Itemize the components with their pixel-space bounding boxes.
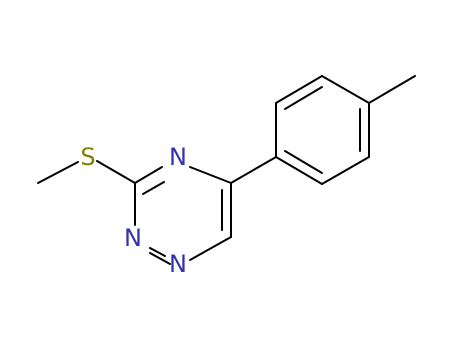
bond-c6-n1 bbox=[189, 236, 232, 261]
bond-aryl-6 bbox=[275, 156, 323, 185]
bond-c3-n4-double bbox=[142, 181, 165, 195]
bond-aryl-5 bbox=[321, 156, 370, 185]
bond-aryl-2 bbox=[275, 75, 323, 104]
bond-c5-aryl bbox=[230, 156, 277, 184]
bond-c3-n4 bbox=[134, 166, 163, 184]
bond-n1-n2-double bbox=[149, 252, 171, 265]
atom-nitrogen-n1: N bbox=[169, 250, 187, 278]
bond-sulfur-c3 bbox=[96, 160, 136, 184]
bond-aryl-6-double bbox=[284, 150, 323, 174]
atom-nitrogen-n2: N bbox=[124, 224, 142, 252]
bond-n4-c5 bbox=[189, 166, 232, 184]
atom-nitrogen-n4: N bbox=[169, 143, 187, 171]
bond-aryl-2-double bbox=[284, 86, 323, 110]
atom-sulfur: S bbox=[80, 143, 95, 171]
bond-methyl-sulfur bbox=[37, 161, 79, 184]
bond-n1-n2 bbox=[149, 247, 166, 257]
bond-aryl-methyl bbox=[368, 75, 416, 104]
bond-aryl-3 bbox=[321, 75, 370, 104]
